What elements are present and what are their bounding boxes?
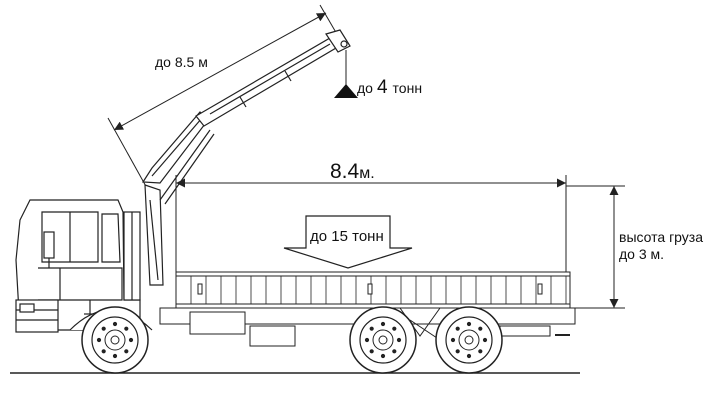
crane-capacity-prefix: до <box>357 80 373 96</box>
load-height-label-line1: высота груза <box>619 229 704 245</box>
bed-length-unit: м. <box>359 165 375 182</box>
wheels <box>81 306 503 374</box>
boom-reach-label: до 8.5 м <box>155 54 208 70</box>
flatbed <box>175 271 571 309</box>
bed-length-dimension <box>175 175 567 272</box>
crane-hook-weight <box>334 50 358 98</box>
load-height-dimension <box>566 185 625 309</box>
weight-triangle-icon <box>334 84 358 98</box>
crane-boom <box>141 29 351 286</box>
load-height-label-line2: до 3 м. <box>619 246 665 262</box>
boom-reach-dimension <box>107 4 346 191</box>
wheel <box>81 306 149 374</box>
crane-capacity-unit: тонн <box>392 80 423 96</box>
wheel <box>435 306 503 374</box>
load-arrow <box>283 215 413 269</box>
load-capacity-label: до 15 тонн <box>310 228 384 245</box>
bed-length-label: 8.4м. <box>330 161 375 182</box>
crane-capacity-value: 4 <box>376 77 388 98</box>
wheel <box>349 306 417 374</box>
bed-length-value: 8.4 <box>330 160 360 183</box>
